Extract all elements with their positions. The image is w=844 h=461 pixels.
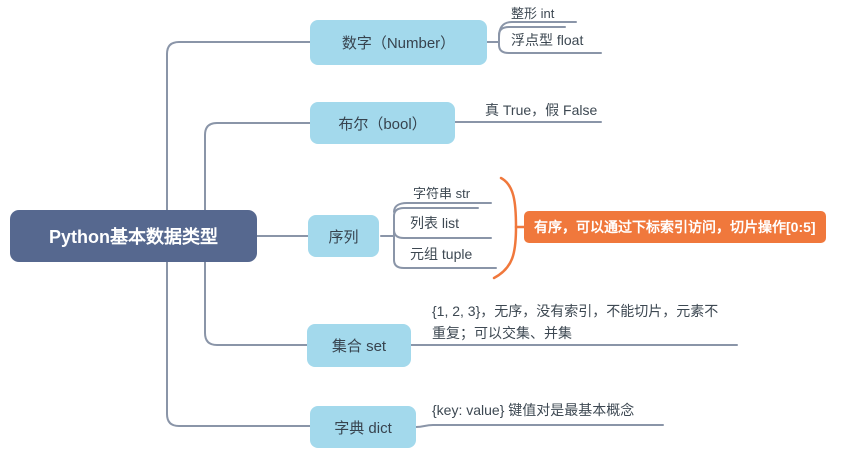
outline-list: [393, 207, 492, 239]
leaf-note-bool[interactable]: 真 True，假 False: [485, 102, 598, 118]
leaf-topic-int[interactable]: 整形 int: [511, 6, 555, 21]
set-note-line-1: {1, 2, 3}，无序，没有索引，不能切片，元素不: [432, 303, 719, 319]
leaf-note-set[interactable]: {1, 2, 3}，无序，没有索引，不能切片，元素不 重复；可以交集、并集: [432, 300, 718, 344]
callout-sequence-note[interactable]: 有序，可以通过下标索引访问，切片操作[0:5]: [524, 211, 826, 243]
sequence-brace: [492, 176, 518, 280]
underline-dict-note: [415, 424, 664, 428]
leaf-note-dict[interactable]: {key: value} 键值对是最基本概念: [432, 402, 635, 418]
branch-topic-number[interactable]: 数字（Number）: [310, 20, 487, 65]
leaf-topic-str[interactable]: 字符串 str: [413, 186, 471, 201]
root-topic[interactable]: Python基本数据类型: [10, 210, 257, 262]
branch-topic-sequence[interactable]: 序列: [308, 215, 379, 257]
outline-float: [498, 26, 602, 54]
leaf-topic-list[interactable]: 列表 list: [410, 215, 459, 231]
branch-topic-bool[interactable]: 布尔（bool）: [310, 102, 455, 144]
leaf-topic-tuple[interactable]: 元组 tuple: [410, 246, 473, 262]
set-note-line-2: 重复；可以交集、并集: [432, 325, 572, 341]
underline-str: [393, 202, 492, 213]
leaf-topic-float[interactable]: 浮点型 float: [511, 32, 584, 48]
branch-topic-dict[interactable]: 字典 dict: [310, 406, 416, 448]
branch-topic-set[interactable]: 集合 set: [307, 324, 411, 367]
underline-tuple: [393, 229, 497, 269]
